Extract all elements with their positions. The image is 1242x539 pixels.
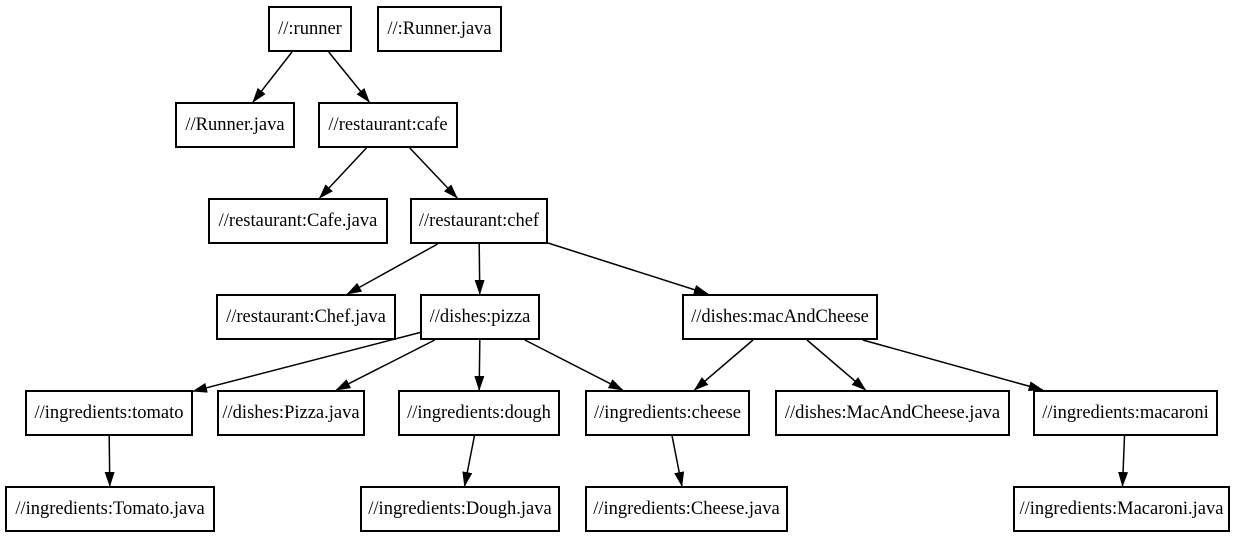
graph-node-tomato-java: //ingredients:Tomato.java (5, 486, 215, 532)
graph-node-tomato: //ingredients:tomato (25, 390, 193, 436)
node-label: //Runner.java (185, 114, 285, 135)
node-label: //dishes:pizza (429, 306, 531, 327)
graph-node-dough: //ingredients:dough (398, 390, 560, 436)
node-label: //ingredients:Tomato.java (15, 498, 205, 519)
edge-pizza-to-dough (474, 339, 485, 391)
graph-node-cafe-java: //restaurant:Cafe.java (208, 198, 388, 244)
edge-pizza-to-cheese (524, 339, 624, 391)
edge-mac-and-cheese-to-cheese (693, 339, 754, 391)
node-label: //restaurant:cafe (328, 114, 448, 135)
node-label: //ingredients:Macaroni.java (1019, 498, 1224, 519)
edge-macaroni-to-macaroni-java (1118, 435, 1129, 487)
node-label: //:Runner.java (387, 18, 492, 39)
graph-node-macaroni-java: //ingredients:Macaroni.java (1013, 486, 1230, 532)
edge-runner-to-runner-java (252, 51, 293, 103)
graph-node-chef-java: //restaurant:Chef.java (216, 294, 396, 340)
node-label: //ingredients:macaroni (1042, 402, 1209, 423)
edge-pizza-to-tomato (192, 331, 421, 393)
node-label: //dishes:Pizza.java (222, 402, 360, 423)
node-label: //restaurant:chef (418, 210, 540, 231)
edge-dough-to-dough-java (462, 435, 476, 487)
node-label: //dishes:MacAndCheese.java (784, 402, 1001, 423)
edge-pizza-to-pizza-java (335, 339, 436, 391)
graph-node-cafe: //restaurant:cafe (318, 102, 458, 148)
node-label: //ingredients:Dough.java (368, 498, 552, 519)
node-label: //ingredients:tomato (34, 402, 184, 423)
edge-cafe-to-cafe-java (318, 147, 367, 199)
edge-mac-and-cheese-to-macaroni (862, 339, 1044, 392)
node-label: //dishes:macAndCheese (691, 306, 869, 327)
graph-node-pizza: //dishes:pizza (420, 294, 540, 340)
edge-cafe-to-chef (409, 147, 458, 199)
edge-runner-to-cafe (328, 51, 370, 103)
node-label: //restaurant:Chef.java (226, 306, 386, 327)
graph-node-runner: //:runner (268, 6, 352, 52)
graph-node-runner-java: //Runner.java (175, 102, 295, 148)
node-label: //restaurant:Cafe.java (218, 210, 378, 231)
node-label: //:runner (278, 18, 342, 39)
node-label: //ingredients:Cheese.java (593, 498, 780, 519)
graph-node-cheese-java: //ingredients:Cheese.java (585, 486, 788, 532)
node-label: //ingredients:cheese (594, 402, 741, 423)
graph-node-cheese: //ingredients:cheese (585, 390, 750, 436)
edge-chef-to-chef-java (346, 243, 438, 295)
edge-tomato-to-tomato-java (104, 435, 115, 487)
graph-node-chef: //restaurant:chef (410, 198, 548, 244)
edge-mac-and-cheese-to-mac-and-cheese-java (806, 339, 867, 391)
edge-chef-to-mac-and-cheese (547, 242, 709, 295)
graph-node-runner-java-root: //:Runner.java (377, 6, 502, 52)
graph-node-macaroni: //ingredients:macaroni (1033, 390, 1218, 436)
edge-chef-to-pizza (474, 243, 485, 295)
graph-node-dough-java: //ingredients:Dough.java (360, 486, 560, 532)
graph-node-pizza-java: //dishes:Pizza.java (217, 390, 365, 436)
graph-node-mac-and-cheese: //dishes:macAndCheese (682, 294, 878, 340)
graph-node-mac-and-cheese-java: //dishes:MacAndCheese.java (775, 390, 1010, 436)
node-label: //ingredients:dough (407, 402, 551, 423)
edge-cheese-to-cheese-java (671, 435, 685, 487)
